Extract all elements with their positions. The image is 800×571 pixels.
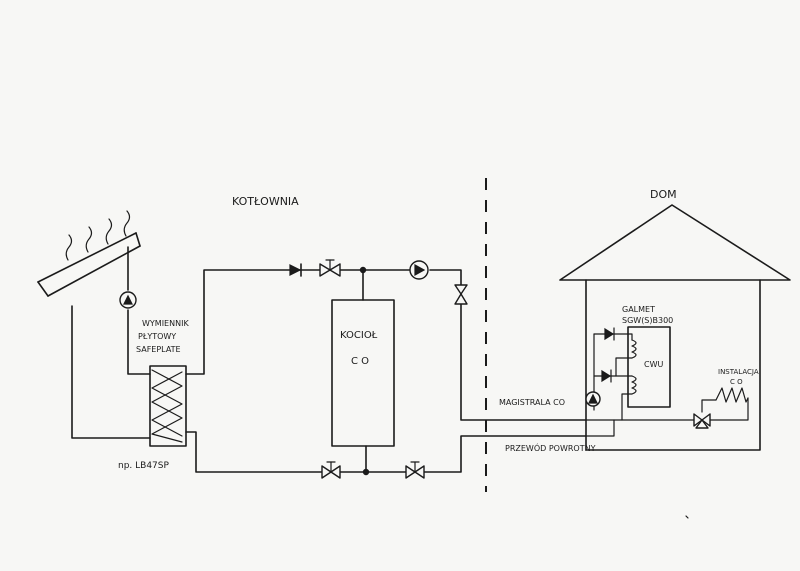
radiator-icon [715,387,749,403]
coil-icon [631,339,637,395]
dhw-tank [627,326,671,408]
house-label: DOM [650,188,677,201]
cwu-label: CWU [644,360,663,369]
solar-pump-icon [119,291,137,309]
vertical-valve-icon [454,284,468,305]
dhw-tank-label-1: GALMET [622,305,655,314]
pump-icon [585,391,601,407]
check-valve-icon [604,327,615,341]
boiler-room-label: KOTŁOWNIA [232,195,299,208]
solar-collector [37,232,141,297]
check-valve-icon [289,263,302,277]
installation-label-2: C O [730,378,743,386]
supply-main-label: MAGISTRALA CO [499,398,565,407]
boiler-label-2: C O [351,356,369,367]
solar-loop-pipes [71,246,151,439]
valve-icon [319,259,341,277]
house-outline [559,204,791,451]
top-supply-pipe [185,269,587,421]
check-valve-icon [601,369,612,383]
mixing-valve-icon [693,413,711,429]
valve-icon [321,461,341,479]
return-line-label: PRZEWÓD POWROTNY [505,442,596,453]
pencil-mark [685,515,689,519]
model-label: np. LB47SP [118,461,169,471]
heat-exchanger-label-1: WYMIENNIK [142,319,189,328]
house-piping [585,333,749,437]
heat-exchanger [149,365,187,447]
boiler-label-1: KOCIOŁ [340,330,378,341]
heat-exchanger-label-2: PŁYTOWY [138,332,176,341]
boiler [331,299,395,447]
circulation-pump-icon [409,260,429,280]
heat-exchanger-label-3: SAFEPLATE [136,345,181,354]
junction-dot [362,468,370,476]
dhw-tank-label-2: SGW(S)B300 [622,316,673,325]
valve-icon [405,461,425,479]
installation-label-1: INSTALACJA [718,368,759,376]
sun-rays-icon [65,210,131,261]
